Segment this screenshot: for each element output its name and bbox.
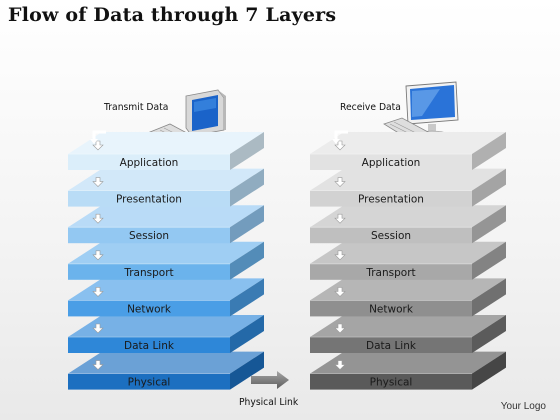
- down-arrow-icon: [92, 287, 104, 297]
- layer-session: Session: [68, 205, 264, 244]
- layer-physical: Physical: [310, 351, 506, 390]
- layer-label: Network: [127, 303, 172, 315]
- layer-label: Physical: [370, 377, 413, 389]
- page-title: Flow of Data through 7 Layers: [8, 4, 337, 26]
- layer-physical: Physical: [68, 351, 264, 390]
- layer-transport: Transport: [310, 241, 506, 280]
- down-arrow-icon: [92, 250, 104, 261]
- layer-session: Session: [310, 205, 506, 244]
- receive-data-caption: Receive Data: [340, 102, 401, 113]
- layer-label: Presentation: [116, 194, 182, 206]
- physical-link-label: Physical Link: [239, 397, 299, 408]
- layer-label: Physical: [128, 377, 171, 389]
- layer-network: Network: [310, 278, 506, 317]
- layer-label: Session: [129, 230, 169, 242]
- down-arrow-icon: [92, 323, 104, 334]
- bent-arrow-icon: [332, 130, 348, 144]
- transmit-data-caption: Transmit Data: [104, 102, 169, 113]
- layer-label: Application: [120, 157, 179, 169]
- down-arrow-icon: [334, 323, 346, 334]
- layer-presentation: Presentation: [310, 168, 506, 207]
- down-arrow-icon: [92, 213, 104, 224]
- layer-application: Application: [68, 132, 264, 170]
- left_stack-stack: Physical Data Link Network Transport Session…: [68, 130, 264, 390]
- layer-label: Network: [369, 303, 414, 315]
- down-arrow-icon: [334, 250, 346, 261]
- bent-arrow-icon: [90, 130, 106, 144]
- layer-data-link: Data Link: [310, 315, 506, 353]
- layer-label: Data Link: [124, 340, 175, 352]
- down-arrow-icon: [92, 177, 104, 188]
- logo-placeholder: Your Logo: [500, 401, 546, 412]
- right_stack-stack: Physical Data Link Network Transport Session…: [310, 130, 506, 390]
- layer-network: Network: [68, 278, 264, 317]
- physical-link-arrow-icon: [251, 371, 289, 389]
- layer-label: Session: [371, 230, 411, 242]
- down-arrow-icon: [334, 360, 346, 371]
- layer-application: Application: [310, 132, 506, 170]
- down-arrow-icon: [92, 140, 104, 151]
- down-arrow-icon: [334, 287, 346, 297]
- down-arrow-icon: [92, 360, 104, 371]
- down-arrow-icon: [334, 140, 346, 151]
- layer-presentation: Presentation: [68, 168, 264, 207]
- layer-label: Transport: [365, 267, 415, 279]
- layer-transport: Transport: [68, 241, 264, 280]
- layer-label: Data Link: [366, 340, 417, 352]
- layer-label: Application: [362, 157, 421, 169]
- down-arrow-icon: [334, 213, 346, 224]
- layer-data-link: Data Link: [68, 315, 264, 353]
- down-arrow-icon: [334, 177, 346, 188]
- layer-label: Presentation: [358, 194, 424, 206]
- crt-monitor-icon: [185, 89, 226, 137]
- layer-label: Transport: [123, 267, 173, 279]
